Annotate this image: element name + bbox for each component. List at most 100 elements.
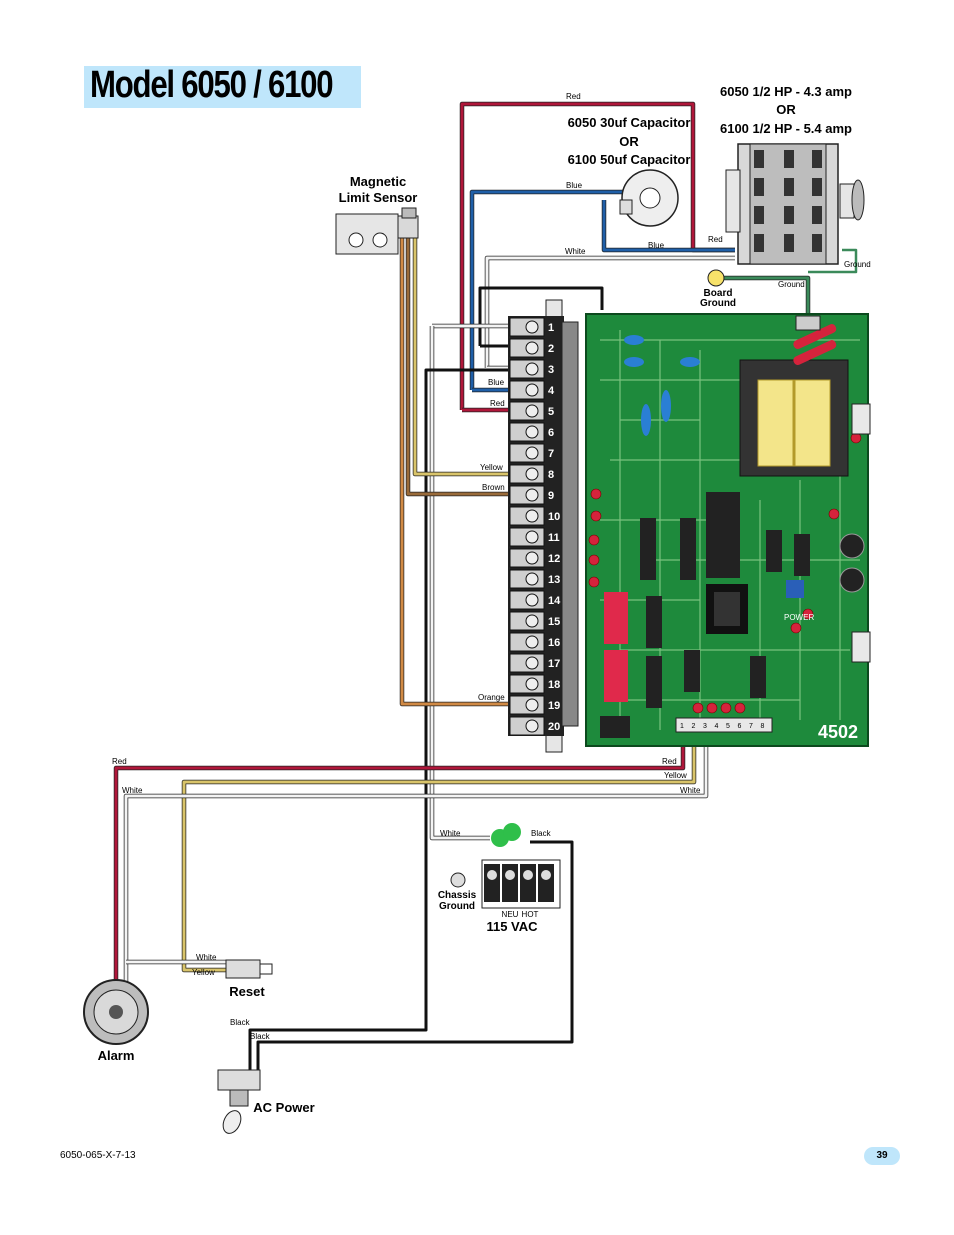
- wire-label: Red: [708, 235, 723, 244]
- reset-label: Reset: [229, 984, 265, 999]
- connector-pin-label: 1: [680, 723, 684, 730]
- board-ground-label-2: Ground: [700, 298, 736, 309]
- page-number: 39: [864, 1147, 900, 1165]
- wire-label: Orange: [478, 693, 505, 702]
- terminal-label: 5: [548, 406, 554, 418]
- terminal-11: 11: [509, 527, 560, 547]
- reset-button[interactable]: [225, 959, 273, 979]
- terminal-label: 2: [548, 343, 554, 355]
- capacitor: [619, 169, 679, 227]
- wire-label: Blue: [566, 181, 583, 190]
- terminal-label: 14: [548, 595, 561, 607]
- wire-label: White: [440, 829, 461, 838]
- terminal-15: 15: [509, 611, 560, 631]
- alarm-speaker: [83, 979, 149, 1045]
- sensor-label-line-1: Magnetic: [350, 174, 406, 189]
- terminal-label: 6: [548, 427, 554, 439]
- terminal-6: 6: [509, 422, 554, 442]
- wire-label: Red: [566, 92, 581, 101]
- wire-label: White: [122, 786, 143, 795]
- wire-label: Red: [112, 757, 127, 766]
- terminal-label: 16: [548, 637, 560, 649]
- alarm-label: Alarm: [98, 1048, 135, 1063]
- terminal-10: 10: [509, 506, 560, 526]
- terminal-13: 13: [509, 569, 560, 589]
- wire-label: White: [680, 786, 701, 795]
- terminal-label: 1: [548, 322, 554, 334]
- board-number-label: 4502: [818, 722, 858, 742]
- ac-power-switch[interactable]: [217, 1069, 261, 1136]
- chassis-ground-label-1: Chassis: [438, 890, 477, 901]
- wire-label: Black: [230, 1018, 251, 1027]
- neu-label: NEU: [502, 910, 519, 919]
- terminal-label: 15: [548, 616, 560, 628]
- connector-pin-label: 5: [726, 723, 730, 730]
- title-banner: [84, 66, 361, 108]
- terminal-12: 12: [509, 548, 560, 568]
- terminal-19: 19: [509, 695, 560, 715]
- wire-label: Yellow: [192, 968, 215, 977]
- magnetic-limit-sensor: [335, 207, 419, 255]
- terminal-label: 3: [548, 364, 554, 376]
- terminal-label: 20: [548, 721, 560, 733]
- ac-power-label: AC Power: [253, 1100, 314, 1115]
- terminal-label: 17: [548, 658, 560, 670]
- wire-label: Yellow: [480, 463, 503, 472]
- wire-label: Ground: [844, 260, 871, 269]
- connector-pin-label: 2: [692, 723, 696, 730]
- motor-spec-line-2: OR: [776, 102, 796, 117]
- wire-label: Red: [662, 757, 677, 766]
- connector-pin-label: 3: [703, 723, 707, 730]
- terminal-label: 12: [548, 553, 560, 565]
- terminal-9: 9: [509, 485, 554, 505]
- terminal-18: 18: [509, 674, 560, 694]
- power-led-label: POWER: [784, 613, 814, 622]
- terminal-7: 7: [509, 443, 554, 463]
- terminal-8: 8: [509, 464, 554, 484]
- connector-pin-label: 8: [761, 723, 765, 730]
- terminal-label: 9: [548, 490, 554, 502]
- capacitor-spec-line-3: 6100 50uf Capacitor: [568, 152, 691, 167]
- terminal-3: 3: [509, 359, 554, 379]
- wire-label: Blue: [488, 378, 505, 387]
- wire-label: Ground: [778, 280, 805, 289]
- terminal-14: 14: [509, 590, 561, 610]
- terminal-label: 19: [548, 700, 560, 712]
- chassis-ground-label-2: Ground: [439, 901, 475, 912]
- terminal-label: 4: [548, 385, 555, 397]
- wire-label: Brown: [482, 483, 505, 492]
- wire-label: Red: [490, 399, 505, 408]
- board-ground-label-1: Board: [704, 288, 733, 299]
- document-code: 6050-065-X-7-13: [60, 1150, 136, 1161]
- wire-label: Blue: [648, 241, 665, 250]
- terminal-5: 5: [509, 401, 554, 421]
- terminal-20: 20: [509, 716, 560, 736]
- connector-pin-label: 6: [738, 723, 742, 730]
- capacitor-spec-line-1: 6050 30uf Capacitor: [568, 115, 691, 130]
- connector-pin-label: 7: [749, 723, 753, 730]
- hot-label: HOT: [522, 910, 539, 919]
- terminal-16: 16: [509, 632, 560, 652]
- terminal-1: 1: [509, 317, 554, 337]
- motor-spec-line-3: 6100 1/2 HP - 5.4 amp: [720, 121, 852, 136]
- wire-label: White: [565, 247, 586, 256]
- power-supply-label: 115 VAC: [486, 919, 538, 934]
- sensor-label-line-2: Limit Sensor: [339, 190, 418, 205]
- terminal-17: 17: [509, 653, 560, 673]
- wire-label: Black: [531, 829, 552, 838]
- terminal-label: 10: [548, 511, 560, 523]
- capacitor-spec-line-2: OR: [619, 134, 639, 149]
- connector-pin-label: 4: [715, 723, 719, 730]
- terminal-label: 7: [548, 448, 554, 460]
- wire-label: Yellow: [664, 771, 687, 780]
- motor: [725, 143, 865, 265]
- terminal-4: 4: [509, 380, 555, 400]
- terminal-label: 13: [548, 574, 560, 586]
- wire-label: White: [196, 953, 217, 962]
- wire-label: Black: [250, 1032, 271, 1041]
- terminal-2: 2: [509, 338, 554, 358]
- chassis-ground-lug: [450, 872, 466, 888]
